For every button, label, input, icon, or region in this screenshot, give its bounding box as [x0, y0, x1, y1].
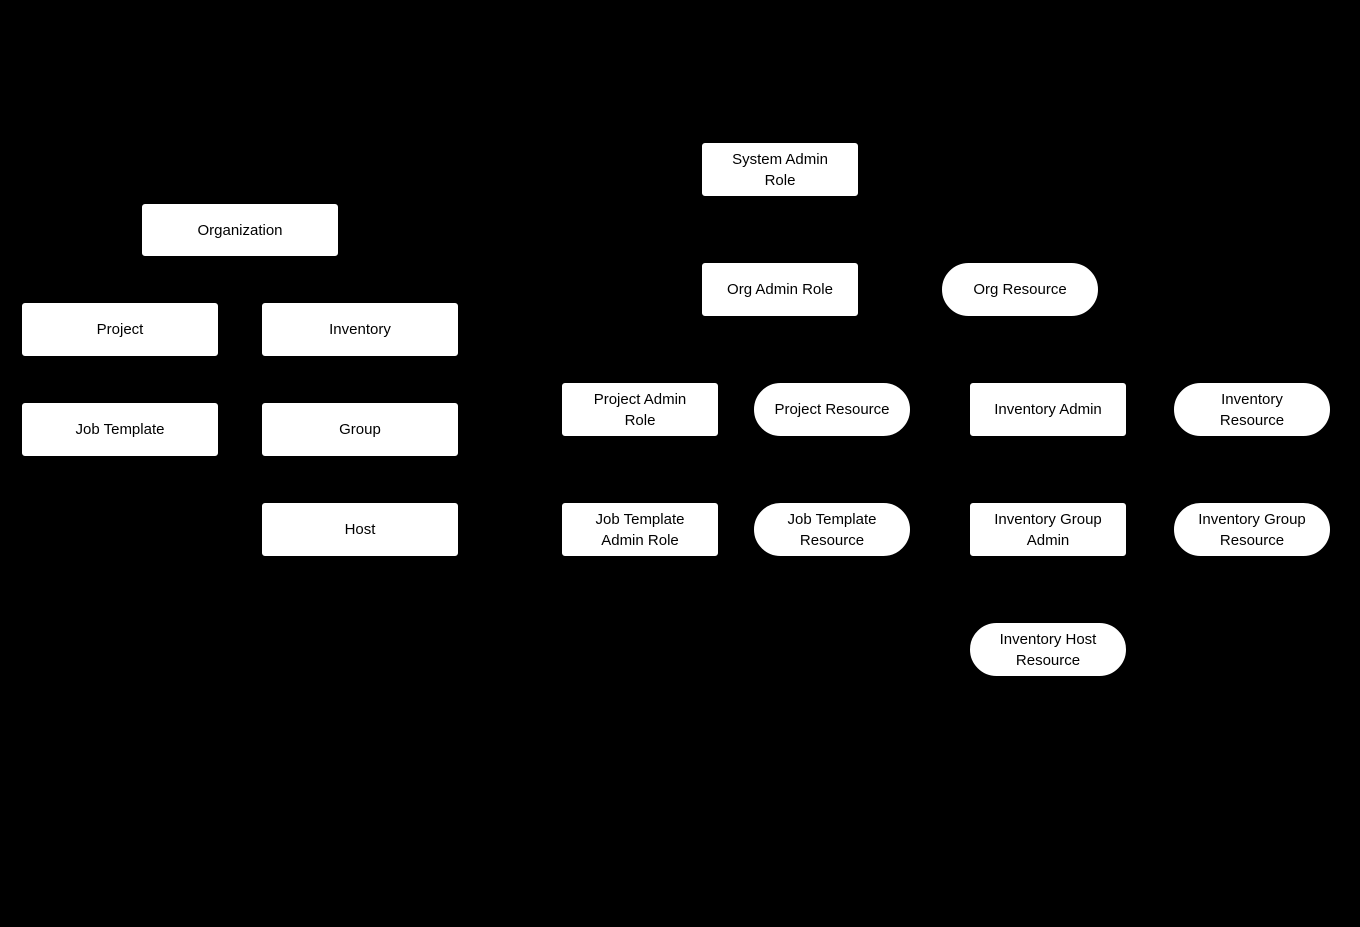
node-job-template-resource: Job Template Resource	[753, 502, 911, 557]
node-label-org-resource: Org Resource	[973, 281, 1067, 298]
node-label-inventory: Inventory	[329, 321, 391, 338]
node-label-organization: Organization	[197, 221, 283, 239]
node-label-inventory-group-admin: Inventory Group Admin	[994, 510, 1102, 549]
node-label-inventory-host-resource: Inventory Host Resource	[999, 630, 1097, 669]
node-inventory-group-admin: Inventory Group Admin	[969, 502, 1127, 557]
node-job-template-admin-role: Job Template Admin Role	[561, 502, 719, 557]
node-label-host: Host	[344, 521, 376, 538]
node-organization: Organization	[141, 203, 339, 257]
node-project: Project	[21, 302, 219, 357]
node-label-group: Group	[339, 421, 381, 438]
node-label-inventory-resource: Inventory Resource	[1219, 390, 1285, 429]
node-label-job-template: Job Template	[75, 421, 165, 438]
node-label-inventory-admin: Inventory Admin	[994, 401, 1102, 418]
node-label-project-resource: Project Resource	[774, 401, 890, 418]
node-org-resource: Org Resource	[941, 262, 1099, 317]
node-label-project-admin-role: Project Admin Role	[593, 390, 687, 429]
node-org-admin-role: Org Admin Role	[701, 262, 859, 317]
node-label-system-admin-role: System Admin Role	[732, 150, 828, 189]
node-inventory-group-resource: Inventory Group Resource	[1173, 502, 1331, 557]
node-host: Host	[261, 502, 459, 557]
node-label-project: Project	[96, 321, 144, 338]
node-label-inventory-group-resource: Inventory Group Resource	[1198, 510, 1306, 549]
node-project-resource: Project Resource	[753, 382, 911, 437]
node-inventory-admin: Inventory Admin	[969, 382, 1127, 437]
node-system-admin-role: System Admin Role	[701, 142, 859, 197]
node-label-org-admin-role: Org Admin Role	[727, 281, 833, 298]
node-inventory: Inventory	[261, 302, 459, 357]
node-label-job-template-resource: Job Template Resource	[787, 510, 877, 549]
node-inventory-resource: Inventory Resource	[1173, 382, 1331, 437]
node-inventory-host-resource: Inventory Host Resource	[969, 622, 1127, 677]
node-project-admin-role: Project Admin Role	[561, 382, 719, 437]
node-group: Group	[261, 402, 459, 457]
node-label-job-template-admin-role: Job Template Admin Role	[595, 510, 685, 549]
node-job-template: Job Template	[21, 402, 219, 457]
